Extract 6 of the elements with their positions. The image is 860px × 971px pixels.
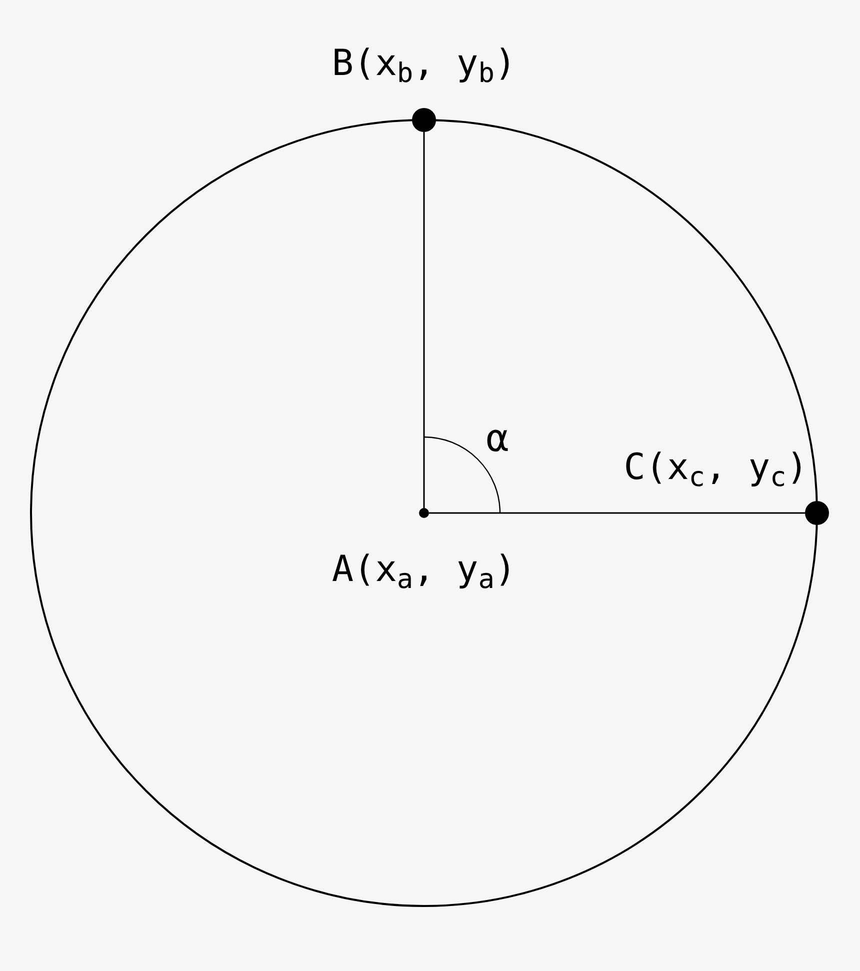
point-label: A(x$_{a}$, y$_{a}$) bbox=[332, 548, 516, 592]
point-label: C(x$_{c}$, y$_{c}$) bbox=[624, 446, 808, 490]
angle-label: α bbox=[486, 416, 509, 460]
radius-line bbox=[429, 512, 805, 514]
point-label: B(x$_{b}$, y$_{b}$) bbox=[332, 42, 516, 86]
radius-line bbox=[423, 132, 425, 508]
